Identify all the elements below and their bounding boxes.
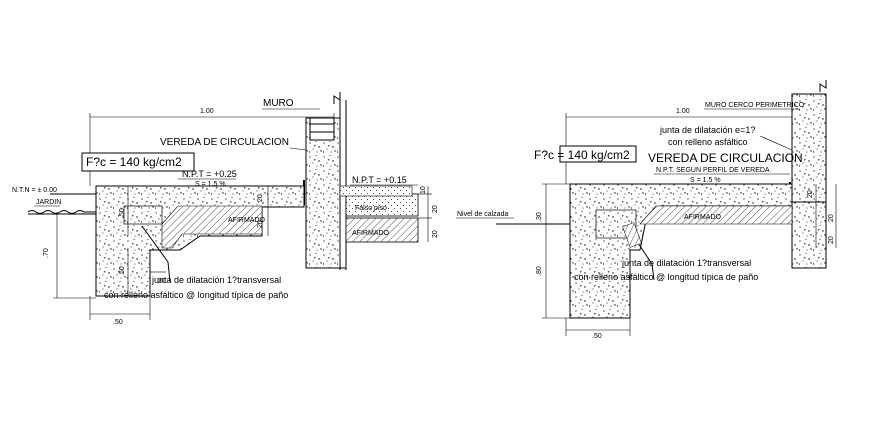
left-slab-inner-box	[123, 205, 163, 225]
right-dim-left: .80	[536, 266, 543, 276]
right-slab-concrete	[569, 183, 793, 319]
left-ntn-label: N.T.N = ± 0.00	[12, 187, 57, 194]
left-dim-50a: .50	[119, 208, 126, 218]
left-dim-10: 10	[420, 186, 427, 194]
left-fc-label: F?c = 140 kg/cm2	[86, 155, 182, 169]
left-wall-top	[309, 117, 335, 141]
right-dim-20b: 20	[828, 214, 835, 222]
right-nivel-label: Nivel de calzada	[457, 211, 508, 218]
left-muro-label: MURO	[263, 98, 294, 109]
right-junta-top-line1: junta de dilatación e=1?	[659, 125, 755, 135]
left-fc-box	[81, 152, 195, 172]
left-afirmado-hatch	[161, 205, 263, 249]
left-falso-piso-label: Falso piso	[355, 205, 387, 212]
right-dim-top: 1.00	[676, 108, 690, 115]
left-junta-line2: con relleno asfáltico @ longitud típica …	[104, 290, 288, 300]
left-dim-20b: 20	[257, 220, 264, 228]
left-vereda-label: VEREDA DE CIRCULACION	[160, 137, 289, 148]
left-wall-column	[305, 117, 341, 269]
left-junta-line1: junta de dilatación 1?transversal	[151, 275, 281, 285]
right-muro-label: MURO CERCO PERIMETRICO	[705, 102, 805, 109]
left-slope-label: S = 1.5 %	[195, 181, 226, 188]
left-afirmado-label-2: AFIRMADO	[352, 230, 390, 237]
left-dim-bottom: .50	[113, 319, 123, 326]
right-dim-bottom: .50	[592, 333, 602, 340]
right-npt-label: N.P.T. SEGUN PERFIL DE VEREDA	[656, 167, 770, 174]
right-slope-label: S = 1.5 %	[690, 177, 721, 184]
left-dim-50b: .50	[119, 266, 126, 276]
right-dim-30: .30	[536, 212, 543, 222]
right-fc-label: F?c = 140 kg/cm2	[534, 148, 630, 162]
left-npt-right-label: N.P.T = +0.15	[352, 175, 407, 185]
left-detail: MURO AFIRMADO Falso piso AFIRMADO 1.00 .…	[12, 92, 439, 326]
right-dim-20a: 20	[807, 190, 814, 198]
right-detail: MURO CERCO PERIMETRICO AFIRMADO Nivel de…	[456, 80, 837, 340]
left-npt-label: N.P.T = +0.25	[182, 169, 237, 179]
left-dim-20a: 20	[257, 194, 264, 202]
right-vereda-label: VEREDA DE CIRCULACION	[648, 151, 803, 165]
left-dim-30: 30	[158, 278, 166, 285]
left-afirmado-right	[345, 217, 419, 243]
right-wall-column	[791, 93, 827, 269]
right-junta-line2: con relleno asfáltico @ longitud típica …	[574, 272, 758, 282]
right-junta-line1: junta de dilatación 1?transversal	[621, 258, 751, 268]
left-afirmado-label-1: AFIRMADO	[228, 217, 266, 224]
right-dim-20c: 20	[828, 236, 835, 244]
right-afirmado-label: AFIRMADO	[684, 214, 722, 221]
right-afirmado-hatch	[639, 205, 793, 225]
left-dim-left: .70	[43, 248, 50, 258]
left-dim-top: 1.00	[200, 108, 214, 115]
right-fc-box	[559, 145, 637, 163]
left-dim-20c: 20	[432, 205, 439, 213]
right-junta-top-line2: con relleno asfáltico	[668, 137, 748, 147]
left-dim-20d: 20	[432, 230, 439, 238]
left-jardin-label: JARDIN	[36, 199, 61, 206]
